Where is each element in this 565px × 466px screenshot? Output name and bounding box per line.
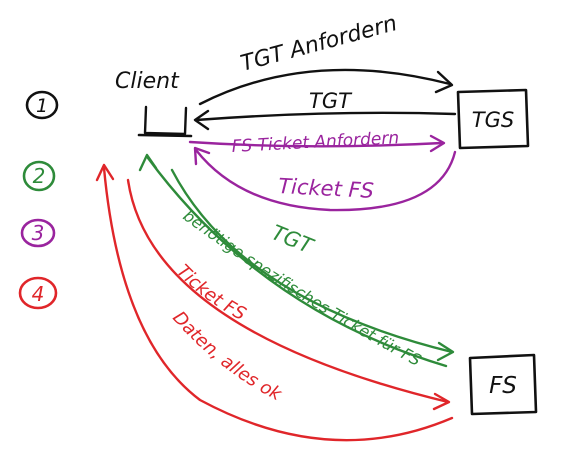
ticket-fs-reply-label: Ticket FS bbox=[278, 174, 375, 203]
ticket-fs-reply-arrow bbox=[193, 146, 457, 212]
fs-node: FS bbox=[468, 353, 538, 416]
step-4-marker: 4 bbox=[18, 276, 58, 310]
fs-ticket-request-label: FS Ticket Anfordern bbox=[231, 128, 399, 157]
tgs-label: TGS bbox=[472, 108, 514, 132]
data-ok-label: Daten, alles ok bbox=[168, 307, 286, 406]
data-ok-arrow bbox=[95, 163, 454, 442]
step-4-label: 4 bbox=[32, 282, 45, 306]
step-3-marker: 3 bbox=[20, 218, 56, 248]
client-node: Client bbox=[115, 69, 193, 138]
tgt-to-fs-label: TGT bbox=[268, 220, 318, 259]
laptop-icon bbox=[137, 105, 193, 138]
step-2-label: 2 bbox=[33, 164, 46, 188]
tgt-reply-arrow bbox=[193, 109, 457, 131]
fs-label: FS bbox=[489, 373, 517, 399]
step-2-marker: 2 bbox=[22, 160, 56, 192]
ticket-fs-to-fs-arrow bbox=[126, 178, 451, 411]
step-3-label: 3 bbox=[32, 221, 45, 245]
fs-ticket-request-arrow bbox=[188, 134, 446, 153]
step-1-marker: 1 bbox=[25, 90, 59, 120]
step-1-label: 1 bbox=[36, 95, 48, 117]
tgs-node: TGS bbox=[456, 88, 530, 150]
need-ticket-arrow bbox=[170, 168, 455, 362]
step-legend: 1 2 3 4 bbox=[18, 90, 59, 310]
client-label: Client bbox=[115, 69, 180, 94]
fs-response-green-arrow bbox=[138, 153, 448, 368]
tgt-request-label: TGT Anfordern bbox=[238, 11, 400, 77]
tgt-request-arrow bbox=[198, 68, 454, 106]
tgt-reply-label: TGT bbox=[309, 89, 353, 113]
